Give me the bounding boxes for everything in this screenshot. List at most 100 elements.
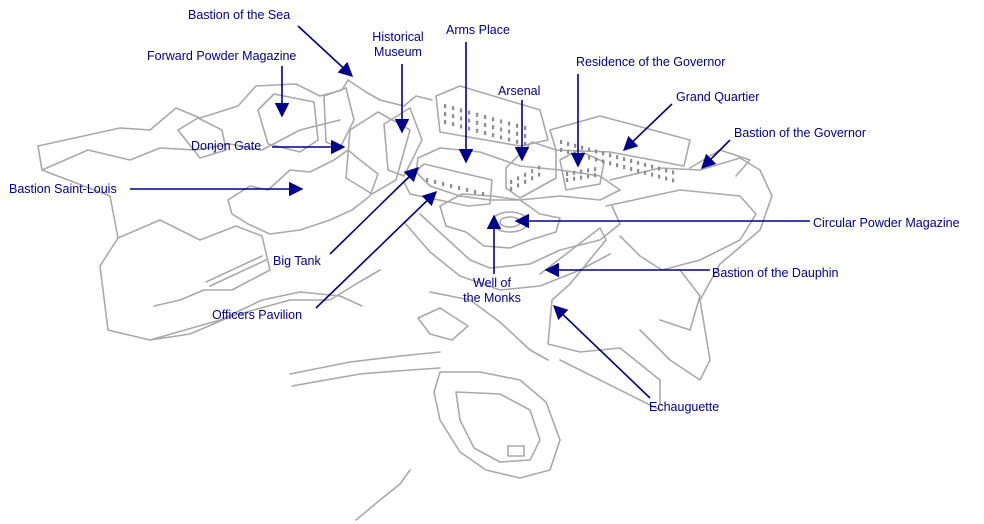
building-window [658, 174, 661, 179]
south-peninsula [433, 371, 561, 479]
building-window [482, 192, 485, 196]
label-arsenal: Arsenal [498, 84, 541, 98]
building-window [580, 169, 583, 174]
building-window [609, 161, 612, 166]
circular-magazine-ring [491, 211, 529, 233]
museum-block [345, 111, 411, 195]
building-window [474, 190, 477, 194]
arrow-big-tank [329, 166, 420, 255]
east-outer-wall [605, 189, 757, 271]
western-rampart-outline [37, 79, 433, 147]
building-window [458, 186, 461, 190]
building-window [516, 123, 519, 128]
south-peninsula-inner [455, 391, 541, 463]
building-window [444, 120, 447, 124]
building-window [492, 133, 495, 138]
building-window [651, 172, 654, 177]
building-window [510, 180, 513, 184]
building-window [476, 120, 479, 125]
building-window [581, 153, 584, 158]
building-window [452, 122, 455, 127]
building-window [651, 164, 654, 169]
small-block-west [177, 117, 227, 159]
south-road [289, 351, 441, 387]
label-well-monks: Well of the Monks [455, 276, 529, 306]
building-window [588, 155, 591, 160]
building-window [500, 127, 503, 132]
circular-magazine-inner [499, 216, 521, 228]
building-window [484, 123, 487, 127]
building-window [623, 165, 626, 170]
building-window [580, 175, 583, 180]
grand-quartier-building [549, 115, 691, 167]
label-arms-place: Arms Place [446, 23, 510, 37]
building-window [452, 106, 455, 111]
building-windows [426, 104, 675, 196]
west-path [205, 255, 267, 287]
label-echauguette: Echauguette [649, 400, 720, 414]
building-window [594, 167, 597, 172]
building-window [616, 163, 619, 168]
building-window [566, 172, 569, 176]
western-outer-wall [37, 119, 341, 171]
south-hut [507, 445, 525, 457]
north-barracks [435, 85, 549, 147]
label-donjon-gate: Donjon Gate [191, 139, 262, 153]
building-window [560, 140, 563, 144]
building-window [560, 148, 563, 152]
building-window [630, 159, 633, 163]
callout-arrows [130, 25, 810, 399]
label-officers-pavilion: Officers Pavilion [212, 308, 303, 322]
building-window [672, 170, 675, 175]
building-window [538, 172, 541, 177]
building-window [531, 169, 534, 174]
building-window [444, 104, 447, 108]
building-window [616, 155, 619, 160]
label-bastion-saint-louis: Bastion Saint-Louis [9, 182, 117, 196]
museum-block-2 [383, 107, 423, 177]
building-window [602, 159, 605, 164]
building-window [574, 151, 577, 156]
southwest-wall [117, 219, 271, 307]
building-window [460, 116, 463, 121]
building-window [444, 112, 447, 116]
label-bastion-dauphin: Bastion of the Dauphin [712, 266, 839, 280]
building-window [567, 141, 570, 146]
building-window [500, 135, 503, 140]
east-lower-line [659, 269, 701, 331]
building-window [492, 117, 495, 122]
label-forward-powder: Forward Powder Magazine [147, 49, 297, 63]
building-window [595, 149, 598, 154]
label-well-monks-line1: Well of [473, 276, 511, 290]
label-historical-museum-line2: Museum [374, 45, 422, 59]
building-window [573, 170, 576, 175]
south-outer-wall [429, 291, 549, 361]
building-window [460, 108, 463, 113]
building-window [602, 151, 605, 156]
arrow-bastion-sea [297, 25, 354, 77]
label-bastion-governor: Bastion of the Governor [734, 126, 867, 140]
building-window [658, 166, 661, 171]
building-window [508, 137, 511, 142]
building-window [609, 153, 612, 158]
building-window [516, 131, 519, 136]
building-window [623, 157, 626, 162]
building-window [538, 165, 541, 170]
residence-building [559, 149, 605, 191]
building-window [442, 182, 445, 186]
building-window [573, 176, 576, 181]
label-historical-museum: Historical Museum [366, 30, 430, 60]
building-window [517, 183, 520, 188]
south-causeway [355, 469, 411, 521]
building-window [468, 110, 471, 115]
building-window [492, 125, 495, 130]
building-window [476, 128, 479, 133]
officers-pavilion-building [403, 163, 493, 207]
building-window [637, 168, 640, 173]
building-window [524, 134, 527, 138]
building-window [524, 126, 527, 130]
building-window [484, 115, 487, 119]
south-east-wall [559, 359, 661, 411]
label-circular-powder: Circular Powder Magazine [813, 216, 960, 230]
